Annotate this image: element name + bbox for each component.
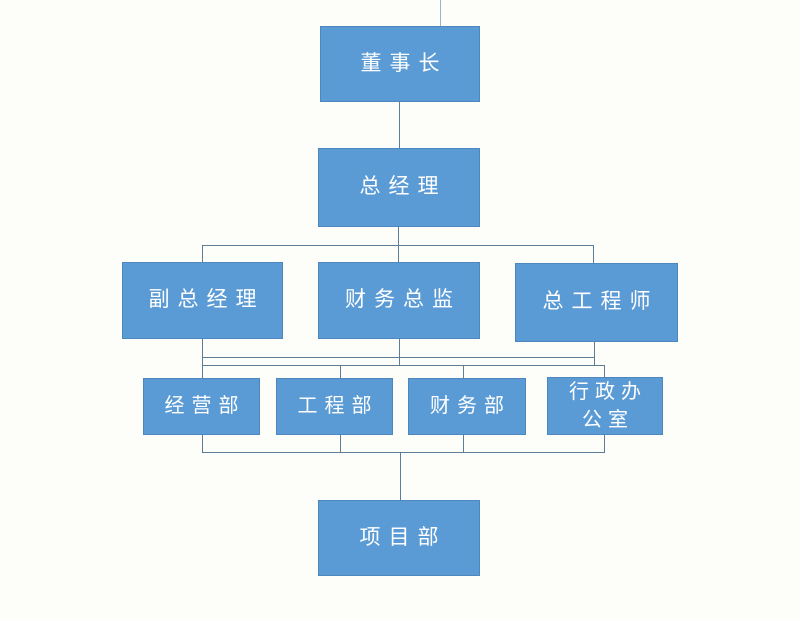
connector-bus-deputy-gm <box>202 245 203 262</box>
connector-operations-down <box>202 435 203 452</box>
node-chief-engineer-label: 总工程师 <box>542 290 659 314</box>
connector-chief-engineer-down <box>594 342 595 365</box>
node-finance-dept-label: 财务部 <box>430 395 511 417</box>
node-operations-dept: 经营部 <box>143 378 260 435</box>
connector-bus-project <box>400 452 401 500</box>
node-chairman-label: 董事长 <box>360 51 448 75</box>
connector-chairman-gm <box>399 102 400 148</box>
node-general-manager-label: 总经理 <box>359 175 447 199</box>
node-project-dept: 项目部 <box>318 500 480 576</box>
connector-level5-bus <box>202 452 605 453</box>
node-admin-office-label-line2: 公室 <box>582 409 634 431</box>
node-general-manager: 总经理 <box>318 148 480 227</box>
node-operations-dept-label: 经营部 <box>164 395 246 417</box>
node-finance-director-label: 财务总监 <box>345 288 461 312</box>
connector-bus-chief-engineer <box>593 245 594 263</box>
node-deputy-general-manager: 副总经理 <box>122 262 283 339</box>
node-finance-dept: 财务部 <box>408 378 526 435</box>
node-finance-director: 财务总监 <box>318 262 480 339</box>
connector-finance-director-down <box>399 339 400 365</box>
connector-bus-admin-office <box>604 365 605 377</box>
connector-level4-bus-lower <box>202 365 605 366</box>
connector-level4-bus-upper <box>202 357 595 358</box>
connector-finance-down <box>463 435 464 452</box>
connector-deputy-gm-down <box>202 339 203 365</box>
node-project-dept-label: 项目部 <box>359 525 447 549</box>
connector-bus-operations <box>202 365 203 378</box>
connector-admin-office-down <box>604 435 605 452</box>
connector-bus-finance-director <box>398 245 399 262</box>
node-chairman: 董事长 <box>320 26 480 102</box>
node-engineering-dept: 工程部 <box>276 378 393 435</box>
node-deputy-general-manager-label: 副总经理 <box>148 288 265 312</box>
connector-bus-engineering <box>340 365 341 378</box>
node-admin-office-label-line1: 行政办 <box>569 381 647 403</box>
connector-engineering-down <box>340 435 341 452</box>
connector-bus-finance <box>463 365 464 378</box>
node-chief-engineer: 总工程师 <box>515 263 678 342</box>
connector-gm-stub <box>398 227 399 245</box>
node-engineering-dept-label: 工程部 <box>297 395 379 417</box>
node-admin-office: 行政办 公室 <box>547 377 663 435</box>
connector-top-stub <box>440 0 441 26</box>
